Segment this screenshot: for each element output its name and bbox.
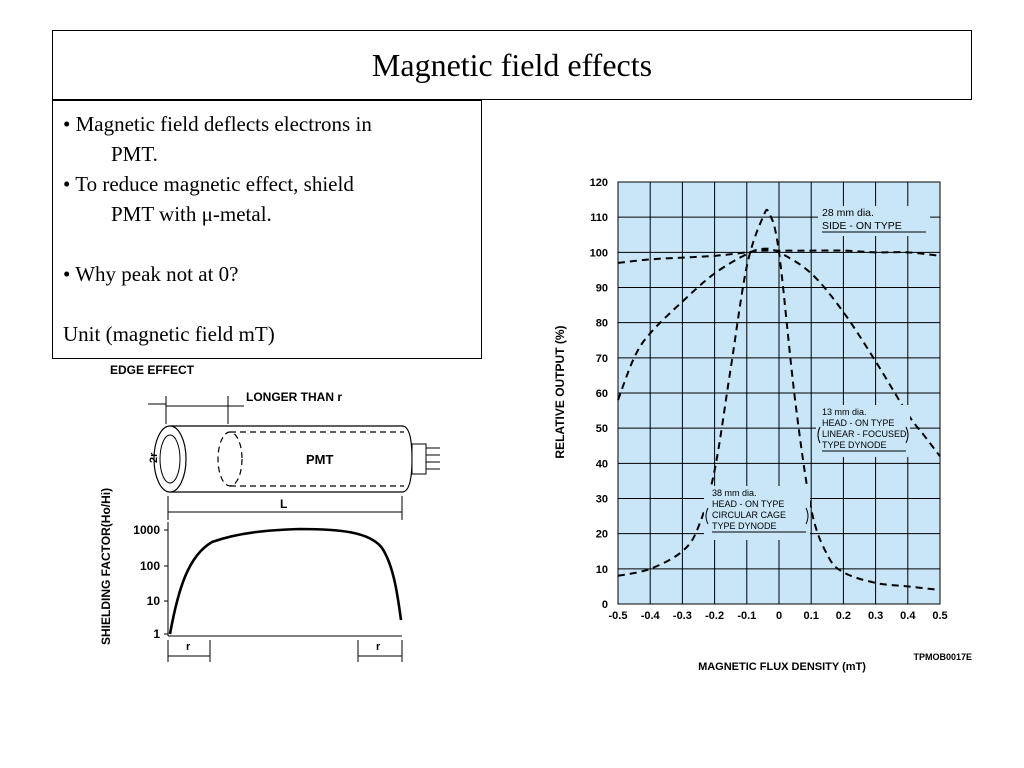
shield-ytick-label: 10 [147,594,161,608]
y-tick-label: 10 [596,564,608,576]
x-tick-label: 0.1 [804,610,819,622]
y-tick-label: 120 [590,177,608,189]
x-tick-label: 0.5 [932,610,947,622]
bullet-text-box: • Magnetic field deflects electrons in P… [52,100,482,359]
pmt-outline [230,431,404,487]
series-line-1 [617,249,941,264]
series-label-line: 38 mm dia. [712,488,757,498]
slide-title: Magnetic field effects [371,46,653,83]
annotation-backdrop [816,405,910,457]
chart-xlabel: MAGNETIC FLUX DENSITY (mT) [698,661,866,673]
shield-cylinder-front [153,425,187,493]
shield-ytick-label: 100 [140,559,160,573]
series-label-line: 28 mm dia. [822,207,874,219]
longer-than-r-label: LONGER THAN r [246,390,342,404]
series-line-2 [617,247,941,457]
annotation-bracket-left [817,426,821,444]
y-tick-label: 70 [596,353,608,365]
series-label-line: 13 mm dia. [822,407,867,417]
series-label-line: CIRCULAR CAGE [712,510,786,520]
bullet-2-line-2: PMT with μ-metal. [111,202,272,226]
figure-code: TPMOB0017E [913,652,972,662]
y-tick-label: 90 [596,283,608,295]
y-tick-label: 80 [596,318,608,330]
radius-label: 2r [148,452,160,463]
r-right-label: r [376,641,381,653]
annotation-bracket-left [705,507,709,525]
x-tick-label: -0.5 [609,610,628,622]
bullet-3: • Why peak not at 0? [63,262,239,286]
unit-note: Unit (magnetic field mT) [63,322,275,346]
series-layer [617,208,941,591]
x-tick-label: 0.2 [836,610,851,622]
tick-labels: -0.5 -0.4 -0.3 -0.2 -0.1 0 0.1 0.2 0.3 0.4 0.5 0 10 2… [590,177,948,622]
x-tick-label: 0.4 [900,610,916,622]
pmt-base [411,443,427,475]
y-tick-label: 0 [602,599,608,611]
x-tick-label: -0.2 [705,610,724,622]
bullet-1-line-1: • Magnetic field deflects electrons in [63,112,372,136]
pmt-label: PMT [306,452,334,467]
bullet-1-line-2: PMT. [111,142,158,166]
x-tick-label: -0.4 [641,610,661,622]
y-tick-label: 110 [590,212,608,224]
bullet-2-line-1: • To reduce magnetic effect, shield [63,172,354,196]
annotation-backdrop [818,206,930,236]
y-tick-label: 50 [596,423,608,435]
annotation-backdrop [704,486,810,540]
x-tick-label: -0.3 [673,610,692,622]
slide-title-box: Magnetic field effects [52,30,972,100]
x-tick-label: -0.1 [737,610,756,622]
y-tick-label: 30 [596,494,608,506]
shielding-factor-curve [168,527,403,635]
x-tick-label: 0 [776,610,782,622]
shield-ytick-label: 1000 [133,523,160,537]
series-label-line: HEAD - ON TYPE [712,499,784,509]
series-label-line: TYPE DYNODE [712,521,777,531]
series-label-line: TYPE DYNODE [822,440,887,450]
series-line-3 [617,208,941,591]
x-tick-label: 0.3 [868,610,883,622]
length-label: L [280,497,287,511]
r-left-label: r [186,641,191,653]
chart-ylabel: RELATIVE OUTPUT (%) [553,325,567,458]
pmt-face [217,431,243,487]
y-tick-label: 60 [596,388,608,400]
y-tick-label: 100 [590,247,608,259]
annotation-bracket-right [905,426,909,444]
edge-effect-label: EDGE EFFECT [110,363,195,377]
shield-ytick-label: 1 [153,627,160,641]
series-label-line: HEAD - ON TYPE [822,418,894,428]
shielding-factor-ylabel: SHIELDING FACTOR(Ho/Hi) [99,488,113,645]
annotation-bracket-right [805,507,809,525]
series-label-line: LINEAR - FOCUSED [822,429,907,439]
shield-cylinder-inner [159,434,181,484]
y-tick-label: 20 [596,529,608,541]
series-label-line: SIDE - ON TYPE [822,220,902,232]
y-tick-label: 40 [596,458,608,470]
